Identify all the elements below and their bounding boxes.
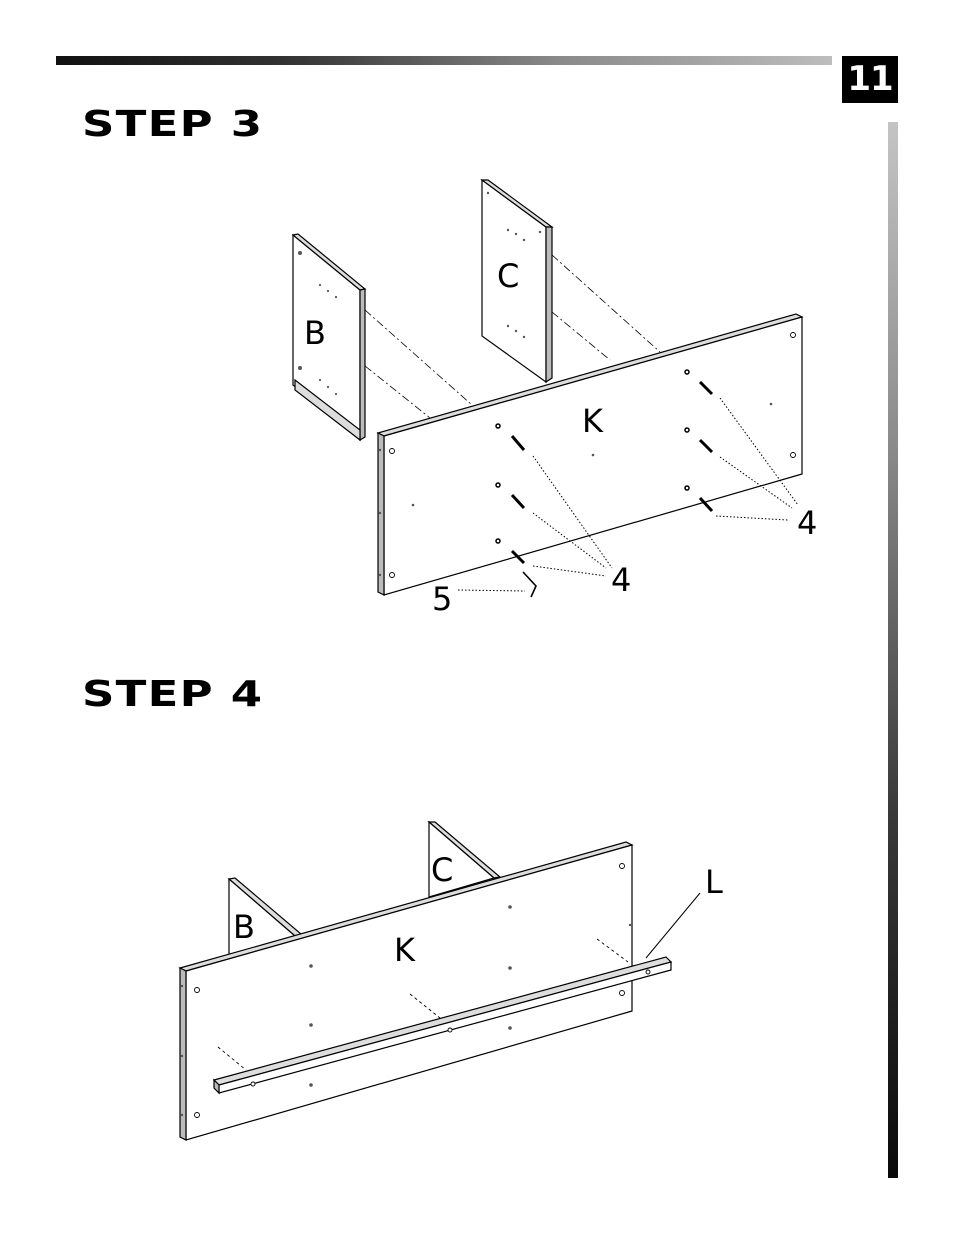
step3-callout-4-bottom: 4 — [611, 561, 631, 599]
step4-label-l: L — [705, 863, 723, 901]
step4-label-c: C — [431, 851, 453, 889]
step3-label-b: B — [304, 314, 326, 352]
step4-label-b: B — [233, 908, 255, 946]
step3-callout-4-right: 4 — [797, 504, 817, 542]
step3-label-c: C — [497, 257, 519, 295]
step4-label-k: K — [394, 931, 416, 969]
step3-diagram — [293, 180, 802, 597]
step3-panel-k — [378, 314, 802, 597]
step3-callout-5: 5 — [432, 580, 452, 618]
step3-label-k: K — [582, 402, 604, 440]
step4-leader-l — [646, 893, 700, 958]
step3-allen-key — [523, 572, 536, 597]
